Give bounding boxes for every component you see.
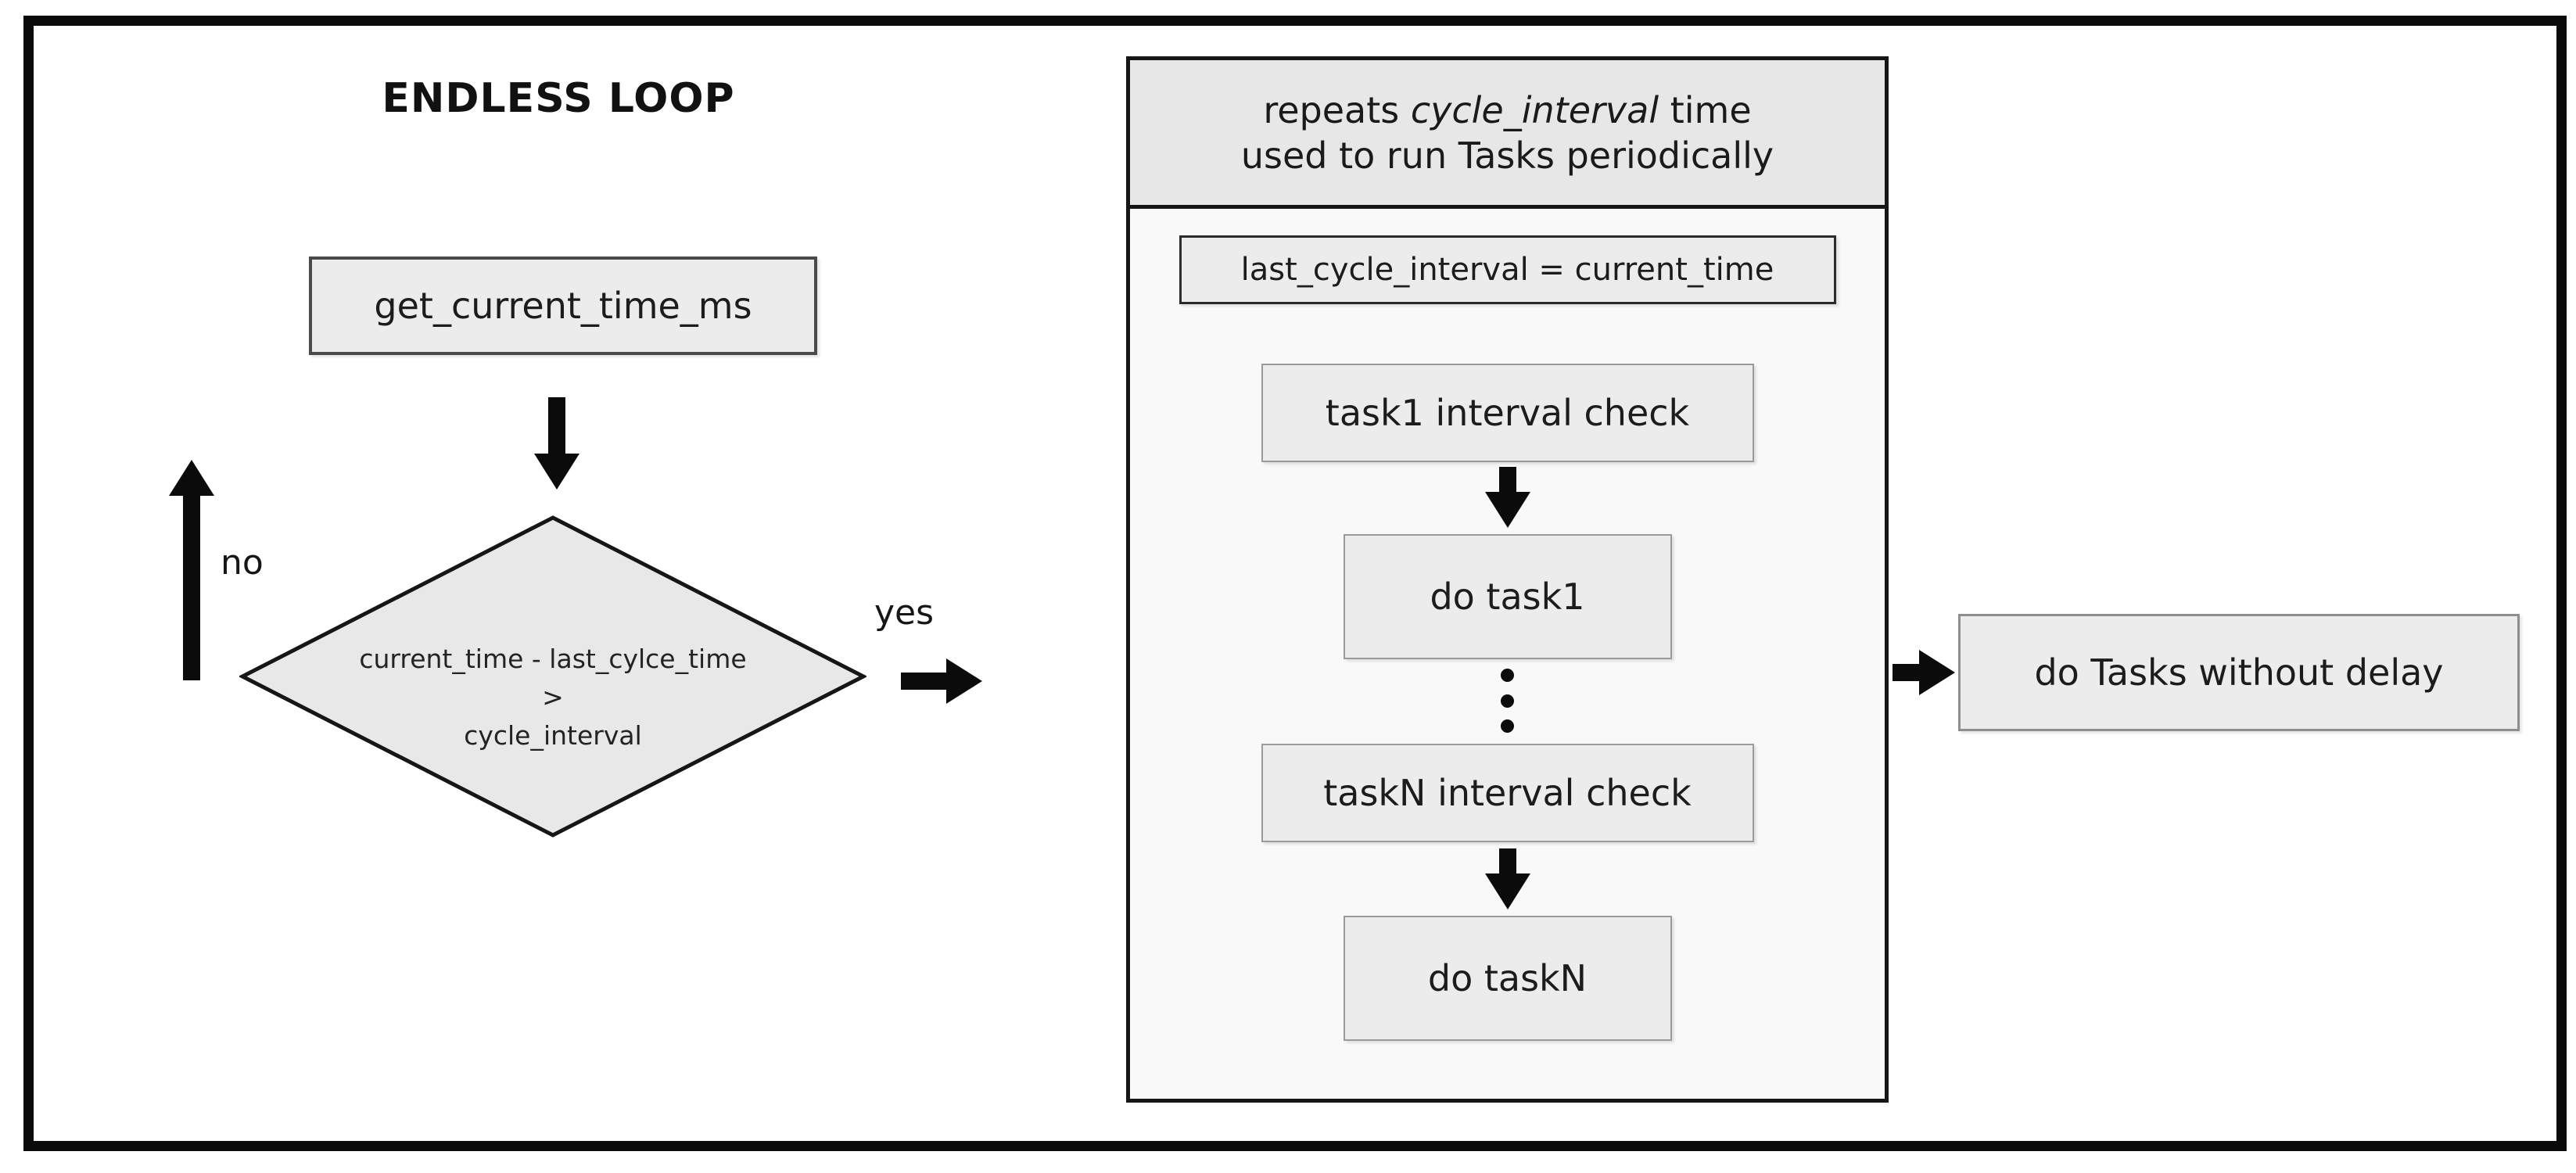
condition-operator: > [542, 681, 564, 712]
loop-panel-body: last_cycle_interval = current_time task1… [1130, 209, 1885, 1099]
arrow-shaft [548, 397, 565, 454]
diagram-title: ENDLESS LOOP [382, 75, 735, 122]
arrow-head [946, 658, 982, 704]
condition-line-1: current_time - last_cylce_time [359, 643, 747, 674]
do-taskN-label: do taskN [1427, 957, 1588, 999]
outer-frame [23, 16, 2567, 1151]
vertical-ellipsis-icon [1501, 669, 1514, 733]
yes-arrow-right-icon [901, 658, 982, 704]
panel-header-line-1: repeats cycle_interval time [1263, 89, 1751, 131]
loop-panel: repeats cycle_interval time used to run … [1126, 56, 1889, 1103]
do-task1-label: do task1 [1430, 576, 1585, 618]
task1-check-box: task1 interval check [1261, 364, 1754, 462]
arrow-head [1484, 873, 1530, 909]
do-task1-box: do task1 [1343, 534, 1672, 659]
arrow-down-icon [1484, 467, 1531, 528]
taskN-check-box: taskN interval check [1261, 744, 1754, 842]
assign-box: last_cycle_interval = current_time [1179, 235, 1836, 304]
arrow-head [1484, 492, 1530, 528]
header-text-post: time [1659, 88, 1752, 131]
arrow-shaft [183, 496, 200, 680]
header-text-italic: cycle_interval [1410, 88, 1659, 131]
arrow-head [534, 454, 579, 490]
header-text-pre: repeats [1263, 88, 1411, 131]
assign-label: last_cycle_interval = current_time [1240, 252, 1774, 288]
no-label: no [221, 543, 264, 583]
do-taskN-box: do taskN [1343, 916, 1672, 1041]
get-current-time-label: get_current_time_ms [374, 285, 752, 327]
panel-header-line-2: used to run Tasks periodically [1240, 134, 1774, 177]
loop-panel-header: repeats cycle_interval time used to run … [1130, 60, 1885, 209]
get-current-time-box: get_current_time_ms [309, 256, 817, 355]
taskN-check-label: taskN interval check [1323, 772, 1692, 814]
arrow-head [1919, 650, 1955, 695]
result-box: do Tasks without delay [1958, 614, 2520, 731]
arrow-shaft [901, 673, 946, 690]
arrow-down-icon [533, 397, 580, 490]
diamond-shape [239, 515, 866, 838]
result-arrow-right-icon [1893, 650, 1955, 695]
ellipsis-dot [1501, 719, 1514, 733]
arrow-shaft [1498, 848, 1516, 873]
arrow-shaft [1893, 664, 1919, 681]
ellipsis-dot [1501, 694, 1514, 708]
no-arrow-up-icon [168, 460, 215, 680]
condition-line-2: cycle_interval [464, 719, 642, 751]
arrow-head [169, 460, 214, 496]
arrow-down-icon [1484, 848, 1531, 909]
task1-check-label: task1 interval check [1325, 392, 1690, 434]
decision-diamond: current_time - last_cylce_time > cycle_i… [239, 515, 866, 838]
ellipsis-dot [1501, 669, 1514, 682]
result-label: do Tasks without delay [2034, 651, 2444, 694]
decision-condition: current_time - last_cylce_time > cycle_i… [239, 515, 866, 838]
yes-label: yes [874, 593, 935, 633]
arrow-shaft [1498, 467, 1516, 492]
